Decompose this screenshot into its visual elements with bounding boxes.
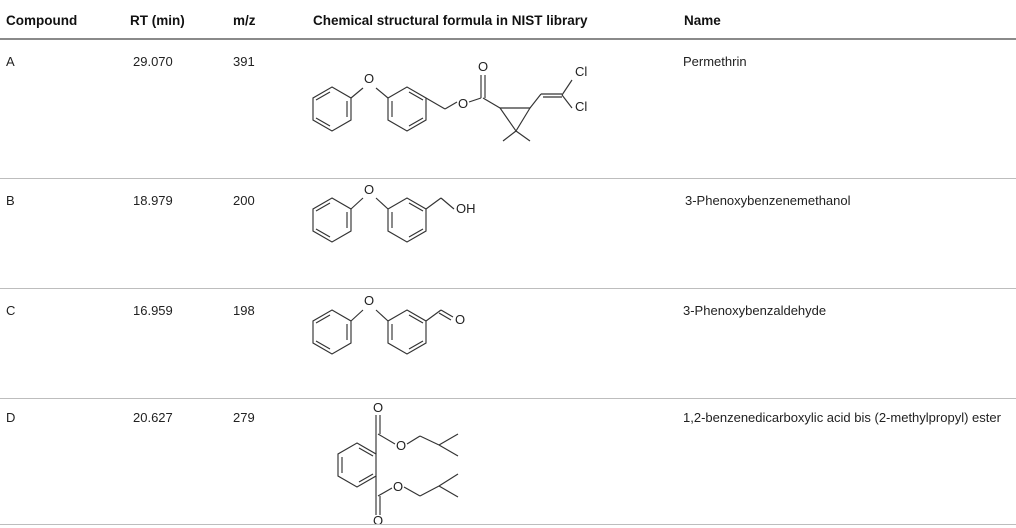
header-name: Name xyxy=(684,13,721,28)
compound-id: D xyxy=(6,410,16,425)
atom-label: O xyxy=(364,182,374,197)
atom-label: OH xyxy=(456,201,476,216)
compound-name: 3-Phenoxybenzenemethanol xyxy=(685,193,851,208)
atom-label: O xyxy=(455,312,465,327)
header-divider xyxy=(0,38,1016,40)
mz-value: 279 xyxy=(233,410,255,425)
structure-permethrin: O O O Cl Cl xyxy=(312,59,587,142)
atom-label: O xyxy=(458,96,468,111)
atom-label: O xyxy=(373,513,383,528)
atom-label: Cl xyxy=(575,99,587,114)
compound-id: B xyxy=(6,193,15,208)
atom-label: O xyxy=(364,71,374,86)
row-divider xyxy=(0,288,1016,289)
table-bottom-border xyxy=(0,524,1016,525)
row-divider xyxy=(0,398,1016,399)
structure-phenoxybenzaldehyde: O O xyxy=(312,293,465,355)
header-mz: m/z xyxy=(233,13,256,28)
atom-label: O xyxy=(396,438,406,453)
rt-value: 20.627 xyxy=(133,410,173,425)
header-rt: RT (min) xyxy=(130,13,185,28)
atom-label: O xyxy=(478,59,488,74)
atom-label: Cl xyxy=(575,64,587,79)
compound-name: Permethrin xyxy=(683,54,747,69)
atom-label: O xyxy=(364,293,374,308)
compound-name: 1,2-benzenedicarboxylic acid bis (2-meth… xyxy=(683,410,1001,425)
rt-value: 16.959 xyxy=(133,303,173,318)
mz-value: 198 xyxy=(233,303,255,318)
mz-value: 200 xyxy=(233,193,255,208)
atom-label: O xyxy=(373,400,383,415)
compound-id: C xyxy=(6,303,16,318)
rt-value: 18.979 xyxy=(133,193,173,208)
mz-value: 391 xyxy=(233,54,255,69)
header-compound: Compound xyxy=(6,13,78,28)
row-divider xyxy=(0,178,1016,179)
compound-id: A xyxy=(6,54,15,69)
structure-phenoxybenzenemethanol: O OH xyxy=(312,182,476,243)
atom-label: O xyxy=(393,479,403,494)
header-structure: Chemical structural formula in NIST libr… xyxy=(313,13,588,28)
structure-diisobutyl-phthalate: O O O O xyxy=(337,400,459,528)
rt-value: 29.070 xyxy=(133,54,173,69)
compound-name: 3-Phenoxybenzaldehyde xyxy=(683,303,827,318)
